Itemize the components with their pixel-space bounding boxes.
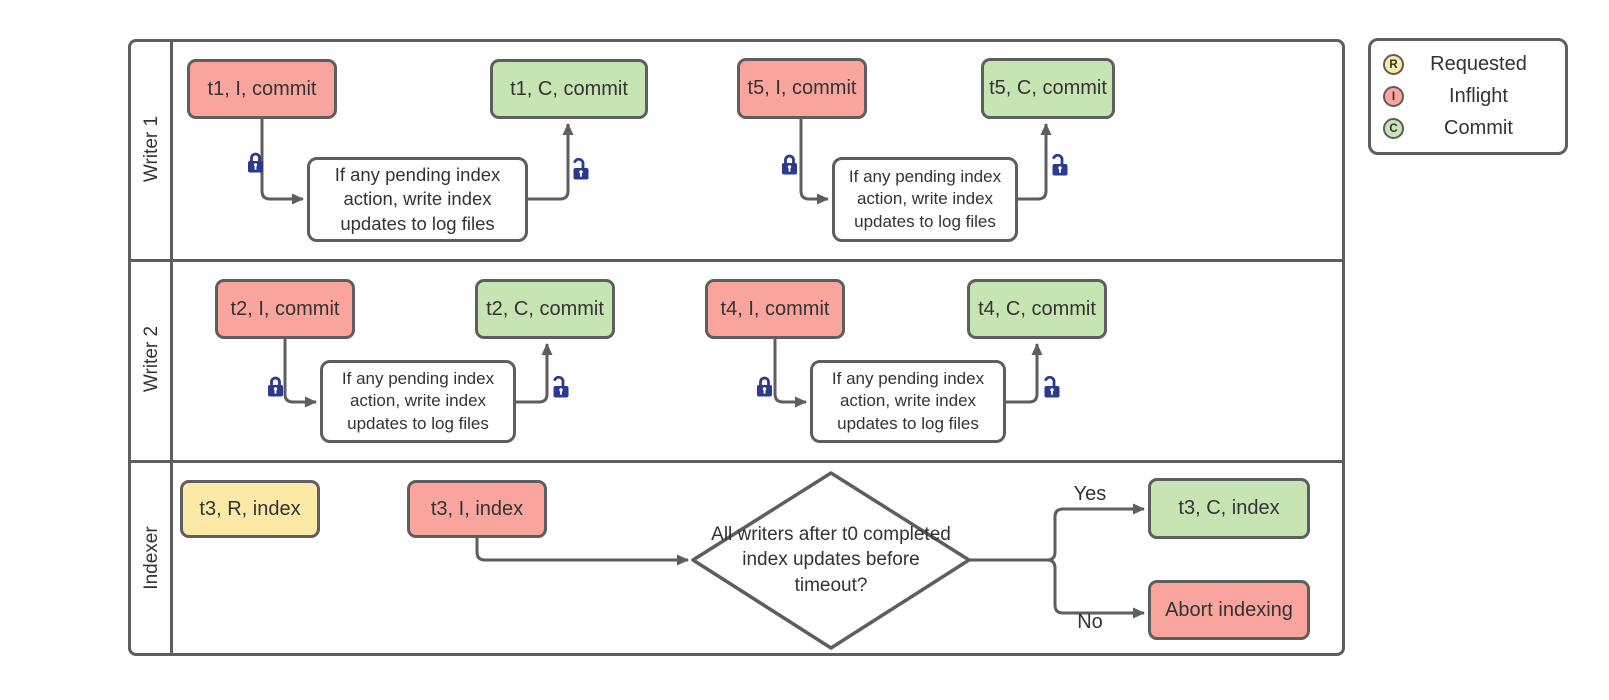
lock-open-icon (1044, 376, 1060, 398)
branch-label-no: No (1077, 611, 1103, 633)
node-t3-commit: t3, C, index (1148, 478, 1310, 539)
branch-label-yes: Yes (1073, 483, 1107, 505)
legend-item-commit: C Commit (1383, 115, 1553, 142)
legend-label-commit: Commit (1444, 117, 1513, 139)
requested-state-icon: R (1383, 54, 1404, 75)
node-t3-inflight: t3, I, index (407, 480, 547, 538)
node-abort-indexing: Abort indexing (1148, 580, 1310, 640)
node-t3-requested: t3, R, index (180, 480, 320, 538)
legend: R Requested I Inflight C Commit (1368, 38, 1568, 155)
node-t4-commit: t4, C, commit (967, 279, 1107, 339)
lock-open-icon (553, 376, 569, 398)
lock-closed-icon (268, 376, 283, 397)
lock-open-icon (573, 158, 589, 180)
swimlane-pool: Writer 1 Writer 2 Indexer (128, 39, 1345, 656)
lane-divider-writer1-writer2 (131, 259, 1342, 262)
decision-diamond-label: All writers after t0 completed index upd… (711, 524, 951, 596)
node-t5-inflight: t5, I, commit (737, 58, 867, 119)
node-writer2-process-a: If any pending index action, write index… (320, 360, 516, 443)
node-t2-inflight: t2, I, commit (215, 279, 355, 339)
lane-label-writer2: Writer 2 (141, 325, 162, 393)
node-t2-commit: t2, C, commit (475, 279, 615, 339)
node-writer1-process-a: If any pending index action, write index… (307, 157, 528, 242)
node-t1-commit: t1, C, commit (490, 59, 648, 119)
lock-closed-icon (248, 152, 263, 173)
lane-label-writer1: Writer 1 (141, 115, 162, 183)
lane-divider-writer2-indexer (131, 460, 1342, 463)
lock-open-icon (1052, 154, 1068, 176)
node-writer1-process-b: If any pending index action, write index… (832, 157, 1018, 242)
node-t5-commit: t5, C, commit (981, 58, 1115, 119)
lane-label-indexer: Indexer (141, 526, 162, 590)
node-t4-inflight: t4, I, commit (705, 279, 845, 339)
commit-state-icon: C (1383, 118, 1404, 139)
node-writer2-process-b: If any pending index action, write index… (810, 360, 1006, 443)
legend-item-requested: R Requested (1383, 51, 1553, 78)
lane-label-column-divider (170, 42, 173, 653)
node-t1-inflight: t1, I, commit (187, 59, 337, 119)
legend-item-inflight: I Inflight (1383, 83, 1553, 110)
lock-closed-icon (782, 154, 797, 175)
legend-label-inflight: Inflight (1449, 85, 1508, 107)
legend-label-requested: Requested (1430, 53, 1527, 75)
inflight-state-icon: I (1383, 86, 1404, 107)
lock-closed-icon (757, 376, 772, 397)
